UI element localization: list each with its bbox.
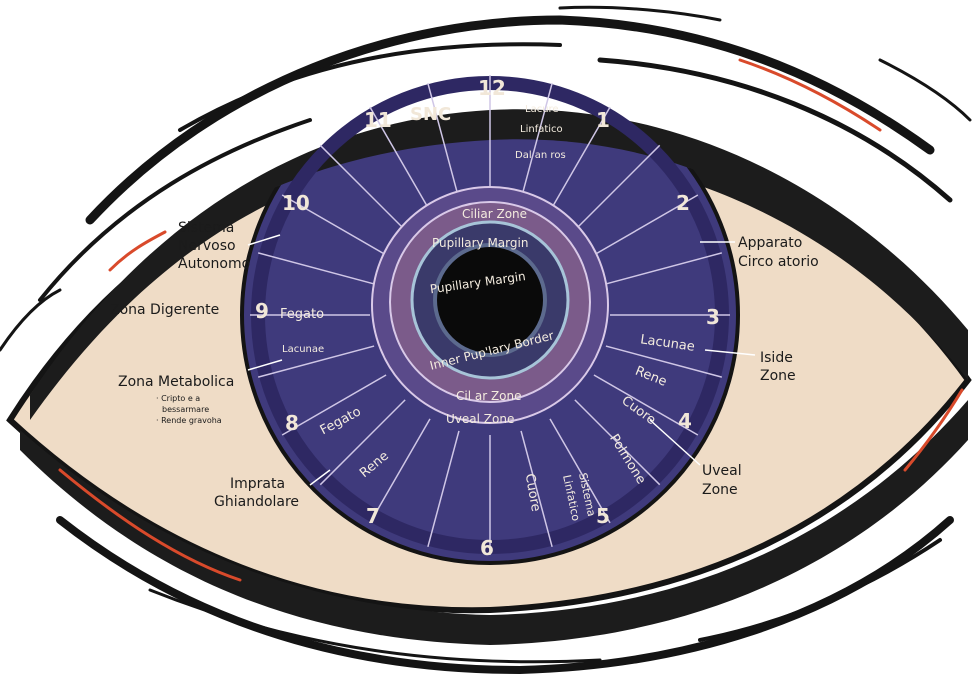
sector-lacune-top-2: Linfatico bbox=[520, 124, 563, 135]
clock-number-1: 1 bbox=[596, 108, 610, 132]
sector-divider-line bbox=[593, 194, 699, 256]
label-metabolica-note-1: · Cripto e a bbox=[156, 394, 200, 403]
sector-divider-line bbox=[605, 345, 723, 378]
sector-divider-line bbox=[549, 418, 611, 524]
clock-number-10: 10 bbox=[282, 191, 310, 215]
lower-lid-shadow bbox=[20, 400, 968, 645]
sector-divider-line bbox=[574, 144, 661, 231]
clock-number-9: 9 bbox=[255, 299, 269, 323]
sector-lacune-top-3: Dal an ros bbox=[515, 150, 566, 161]
clock-number-5: 5 bbox=[596, 504, 610, 528]
label-metabolica-note-2: bessarmare bbox=[162, 405, 209, 414]
label-apparato-line-1: Apparato bbox=[738, 235, 802, 251]
clock-number-12: 12 bbox=[478, 76, 506, 100]
sector-divider-line bbox=[593, 374, 699, 436]
clock-number-2: 2 bbox=[676, 191, 690, 215]
sector-divider-line bbox=[281, 194, 387, 256]
pupillary-margin-top-label: Pupillary Margin bbox=[432, 236, 528, 250]
sector-dividers bbox=[250, 75, 730, 555]
sector-divider-line bbox=[319, 399, 406, 486]
upper-lid-shadow bbox=[30, 109, 968, 420]
uveal-zone-bottom-label: Uveal Zone bbox=[446, 412, 514, 426]
sector-divider-line bbox=[369, 106, 431, 212]
label-apparato-line-2: Circo atorio bbox=[738, 254, 819, 270]
label-imprata-line-1: Imprata bbox=[230, 476, 285, 492]
clock-number-3: 3 bbox=[706, 305, 720, 329]
label-sistema-line-1: Sistema bbox=[178, 220, 234, 236]
leader-lines bbox=[247, 234, 756, 486]
sector-divider-line bbox=[549, 106, 611, 212]
sector-divider-line bbox=[605, 252, 723, 285]
sector-divider-line bbox=[574, 399, 661, 486]
sector-lacune-top-1: Lacure bbox=[525, 104, 559, 115]
label-metabolica-note-3: · Rende gravoha bbox=[156, 416, 222, 425]
pupil bbox=[433, 243, 547, 357]
sector-divider-line bbox=[257, 345, 375, 378]
sector-divider-line bbox=[520, 82, 553, 200]
label-uveal-line-1: Uveal bbox=[702, 463, 742, 479]
eyelash-strokes bbox=[0, 5, 972, 675]
clock-number-7: 7 bbox=[366, 504, 380, 528]
label-uveal-line-2: Zone bbox=[702, 482, 738, 498]
sector-divider-line bbox=[427, 82, 460, 200]
sector-fegato-left: Fegato bbox=[280, 307, 324, 322]
clock-number-6: 6 bbox=[480, 536, 494, 560]
sector-lacunae-left: Lacunae bbox=[282, 344, 324, 355]
label-iside-line-2: Zone bbox=[760, 368, 796, 384]
accent-strokes bbox=[58, 58, 964, 582]
sector-divider-line bbox=[319, 144, 406, 231]
sector-divider-line bbox=[369, 418, 431, 524]
ciliar-zone-top-label: Ciliar Zone bbox=[462, 207, 527, 221]
sector-snc: SNC bbox=[410, 104, 451, 125]
sector-divider-line bbox=[427, 430, 460, 548]
clock-number-8: 8 bbox=[285, 411, 299, 435]
clock-number-11: 11 bbox=[364, 108, 392, 132]
label-sistema-line-3: Autonomo bbox=[178, 256, 250, 272]
sector-divider-line bbox=[520, 430, 553, 548]
label-sistema-line-2: Nervoso bbox=[178, 238, 236, 254]
sector-divider-line bbox=[257, 252, 375, 285]
sector-cuore-bottom: Cuore bbox=[522, 472, 543, 512]
clock-number-4: 4 bbox=[678, 409, 692, 433]
label-zona-metabolica: Zona Metabolica bbox=[118, 374, 234, 390]
ciliar-zone-bottom-label: Cil ar Zone bbox=[456, 389, 522, 403]
label-iside-line-1: Iside bbox=[760, 350, 793, 366]
label-zona-digerente: Zona Digerente bbox=[110, 302, 219, 318]
sector-divider-line bbox=[281, 374, 387, 436]
label-imprata-line-2: Ghiandolare bbox=[214, 494, 299, 510]
